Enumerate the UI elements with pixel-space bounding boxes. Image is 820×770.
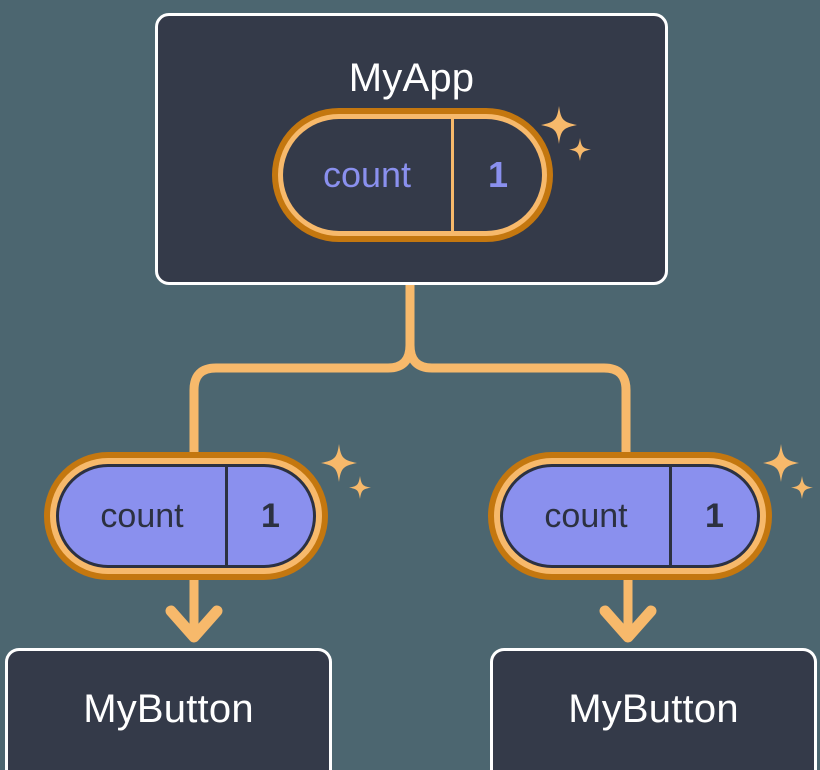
state-key-label: count — [59, 467, 228, 565]
pill-body: count 1 — [283, 119, 542, 231]
arrow-left-group — [165, 578, 223, 643]
arrow-down-icon-right — [599, 605, 657, 643]
state-pill-child-left[interactable]: count 1 — [44, 452, 328, 580]
state-key-label: count — [503, 467, 672, 565]
state-pill-child-right[interactable]: count 1 — [488, 452, 772, 580]
node-label-myapp: MyApp — [348, 56, 475, 100]
sparkle-small-icon — [349, 476, 371, 499]
sparkle-large-icon — [321, 444, 357, 482]
sparkle-large-icon — [763, 444, 799, 482]
sparkles-icon-child-left — [318, 442, 374, 510]
state-value-label: 1 — [261, 496, 280, 535]
state-pill-myapp[interactable]: count 1 — [272, 108, 553, 242]
state-value-label: 1 — [487, 154, 509, 195]
node-label-mybutton: MyButton — [83, 687, 254, 731]
branch-left-path — [189, 344, 415, 452]
arrow-down-icon-left — [165, 605, 223, 643]
arrow-right-group — [599, 578, 657, 643]
pill-body: count 1 — [56, 464, 316, 568]
state-key-label: count — [283, 119, 454, 231]
state-value-label: 1 — [705, 496, 724, 535]
sparkle-small-icon — [791, 476, 813, 499]
node-card-mybutton-left[interactable]: MyButton — [5, 648, 332, 770]
branch-right-path — [405, 344, 631, 452]
pill-body: count 1 — [500, 464, 760, 568]
node-card-mybutton-right[interactable]: MyButton — [490, 648, 817, 770]
node-label-mybutton: MyButton — [568, 687, 739, 731]
sparkles-icon — [321, 444, 371, 499]
